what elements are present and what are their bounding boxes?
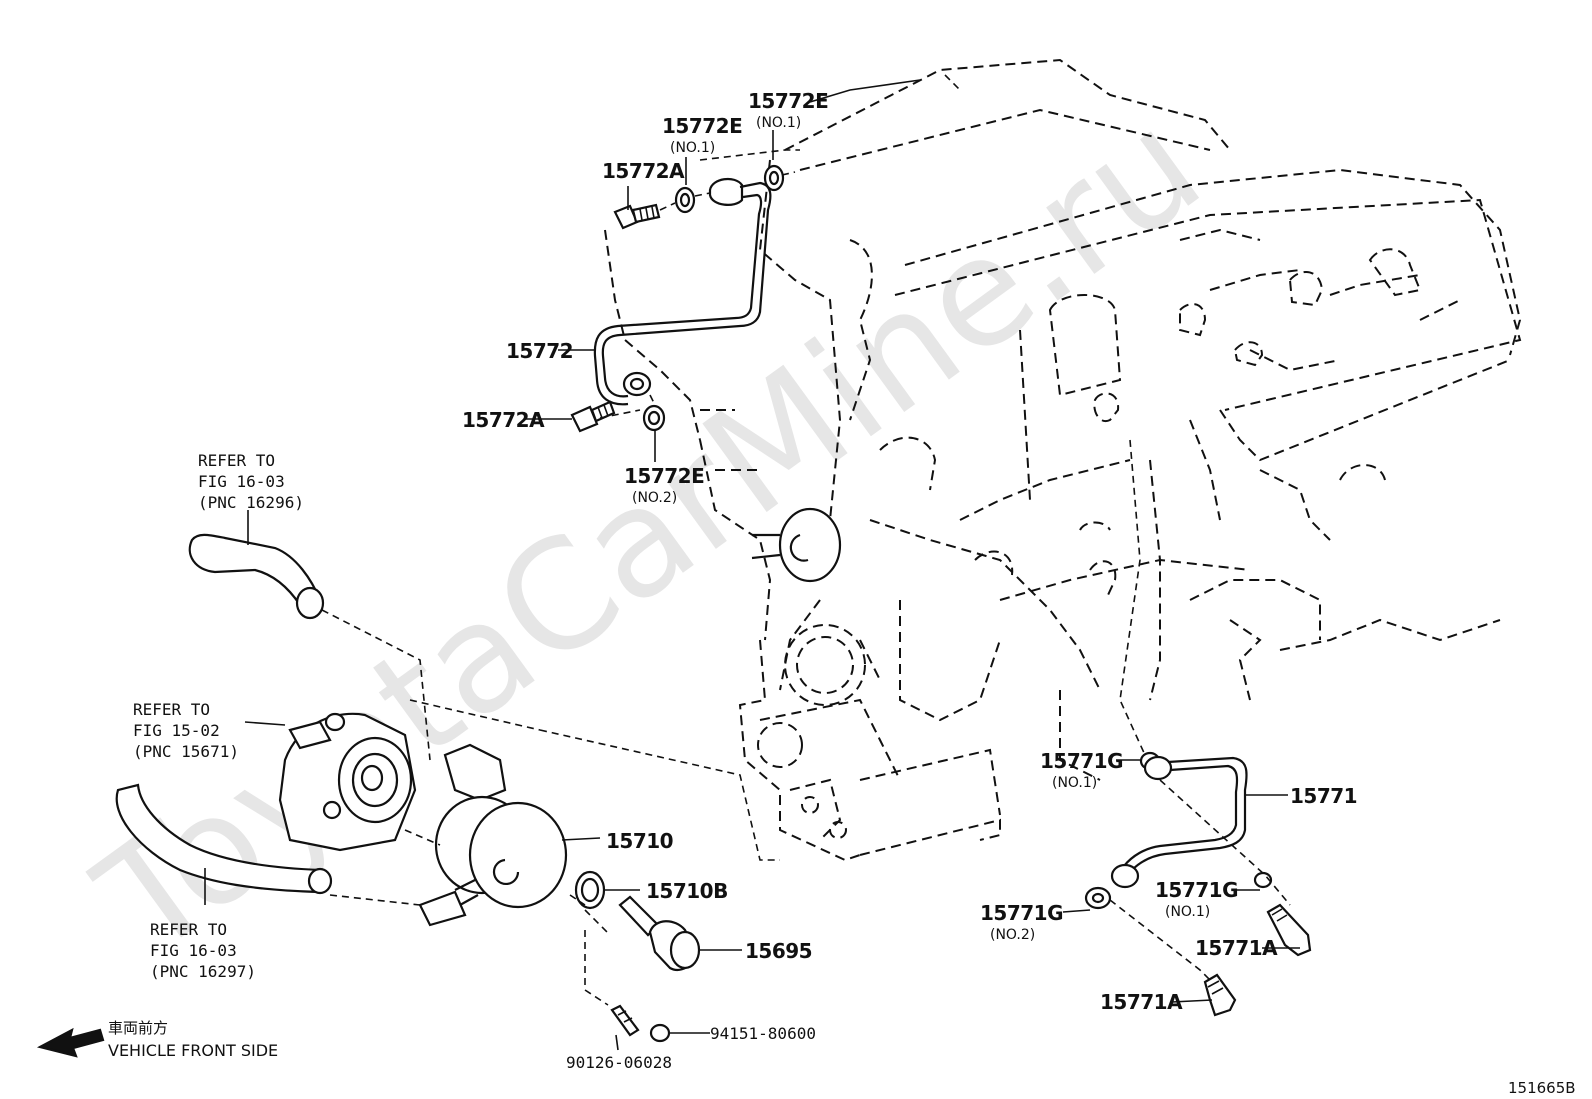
label-94151-80600: 94151-80600 [710, 1024, 816, 1043]
oil-cooler-15710 [418, 743, 568, 927]
ref3-line3: (PNC 16297) [150, 962, 256, 981]
label-15772E-top: 15772E [748, 89, 828, 113]
ref2-line2: FIG 15-02 [133, 721, 220, 740]
label-15695: 15695 [745, 939, 812, 963]
label-15772: 15772 [506, 339, 573, 363]
figure-code: 151665B [1508, 1079, 1576, 1097]
label-15771: 15771 [1290, 784, 1357, 808]
label-15772A-bottom: 15772A [462, 408, 545, 432]
ref1-line2: FIG 16-03 [198, 472, 285, 491]
label-15772E-bottom: 15772E [624, 464, 704, 488]
label-15771G-a: 15771G [1040, 749, 1123, 773]
oil-pipe-15772 [570, 164, 785, 433]
label-15772E-mid: 15772E [662, 114, 742, 138]
gasket-15710B [574, 870, 606, 910]
label-15772E-bottom-note: (NO.2) [632, 490, 677, 506]
engine-outline [604, 58, 1522, 862]
label-15771G-c-note: (NO.2) [990, 927, 1035, 943]
union-bolt-15695 [618, 895, 701, 971]
label-15771G-b-note: (NO.1) [1165, 904, 1210, 920]
assembly-lines [321, 74, 1291, 1006]
ref2-line1: REFER TO [133, 700, 210, 719]
label-15772E-mid-note: (NO.1) [670, 140, 715, 156]
leader-lines [36, 79, 1300, 1058]
label-15771G-c: 15771G [980, 901, 1063, 925]
label-15771A-b: 15771A [1100, 990, 1183, 1014]
label-15710B: 15710B [646, 879, 728, 903]
stud-and-nut [610, 1004, 671, 1043]
water-inlet-housing [278, 712, 417, 852]
label-15710: 15710 [606, 829, 673, 853]
ref1-line1: REFER TO [198, 451, 275, 470]
hose-16296 [188, 533, 325, 620]
hose-16297 [115, 783, 333, 895]
label-15771G-b: 15771G [1155, 878, 1238, 902]
label-15771G-a-note: (NO.1) [1052, 775, 1097, 791]
ref3-line2: FIG 16-03 [150, 941, 237, 960]
direction-japanese: 車両前方 [108, 1019, 168, 1037]
part-labels: 15772E (NO.1) 15772E (NO.1) 15772A 15772… [108, 89, 1576, 1097]
label-15771A-a: 15771A [1195, 936, 1278, 960]
ref3-line1: REFER TO [150, 920, 227, 939]
direction-english: VEHICLE FRONT SIDE [108, 1041, 278, 1060]
label-90126-06028: 90126-06028 [566, 1053, 672, 1072]
label-15772A-top: 15772A [602, 159, 685, 183]
label-15772E-top-note: (NO.1) [756, 115, 801, 131]
ref2-line3: (PNC 15671) [133, 742, 239, 761]
ref1-line3: (PNC 16296) [198, 493, 304, 512]
